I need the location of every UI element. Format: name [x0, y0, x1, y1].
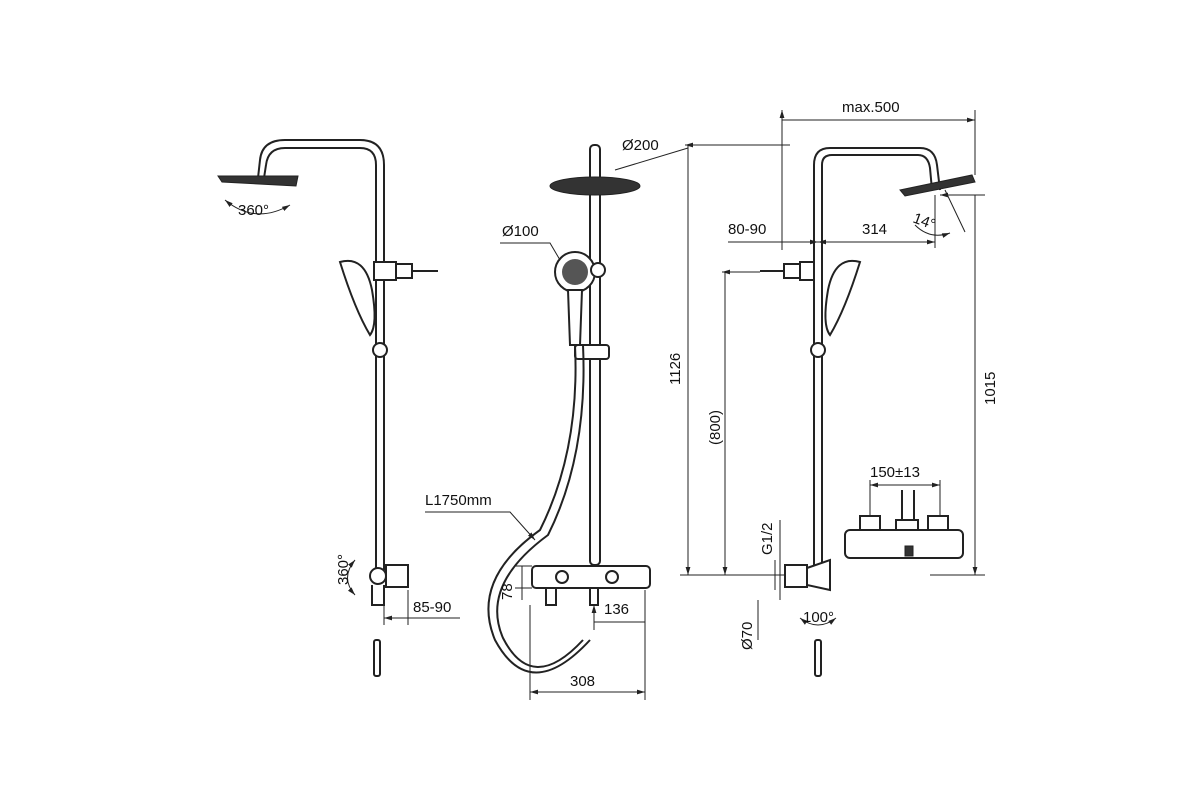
- overhead-shower-icon: [217, 175, 299, 187]
- head-diameter-label: Ø200: [622, 137, 659, 154]
- hand-shower-icon: [824, 259, 862, 337]
- tilt-label: 14°: [911, 210, 938, 234]
- outlet-rotation-label: 100°: [803, 609, 834, 626]
- hose-icon: [487, 344, 591, 674]
- mixer-body-icon: [531, 565, 651, 589]
- total-height-label: 1126: [667, 353, 684, 385]
- head-height-label: 1015: [982, 372, 999, 405]
- thread-label: G1/2: [759, 522, 776, 555]
- valve-icon: [369, 567, 387, 585]
- hand-shower-icon: [338, 259, 376, 337]
- hose-length-label: L1750mm: [425, 492, 492, 509]
- wall-distance-label: 80-90: [728, 221, 766, 238]
- mixer-width-label: 308: [570, 673, 595, 690]
- right-side-view: max.500 80-90 314 14° 1126 (800) 1015 G1…: [667, 99, 999, 677]
- max-reach-label: max.500: [842, 99, 900, 116]
- inlet-spacing-label: 150±13: [870, 464, 920, 481]
- front-view: Ø200 Ø100 L1750mm 78 136 308: [425, 137, 689, 700]
- overhead-shower-icon: [549, 176, 641, 196]
- hand-diameter-label: Ø100: [502, 223, 539, 240]
- outlet-offset-label: 136: [604, 601, 629, 618]
- thermostat-inlet-view: 150±13: [844, 464, 964, 559]
- valve-rotation-label: 360°: [335, 554, 352, 585]
- left-side-view: 360° 360° 85-90: [217, 139, 460, 677]
- escutcheon-label: Ø70: [739, 622, 756, 650]
- bracket-height-label: (800): [707, 410, 724, 445]
- valve-icon: [784, 564, 808, 588]
- arm-length-label: 314: [862, 221, 887, 238]
- head-rotation-label: 360°: [238, 202, 269, 219]
- wall-distance-label: 85-90: [413, 599, 451, 616]
- overhead-shower-icon: [899, 174, 976, 197]
- mixer-height-label: 78: [499, 583, 516, 600]
